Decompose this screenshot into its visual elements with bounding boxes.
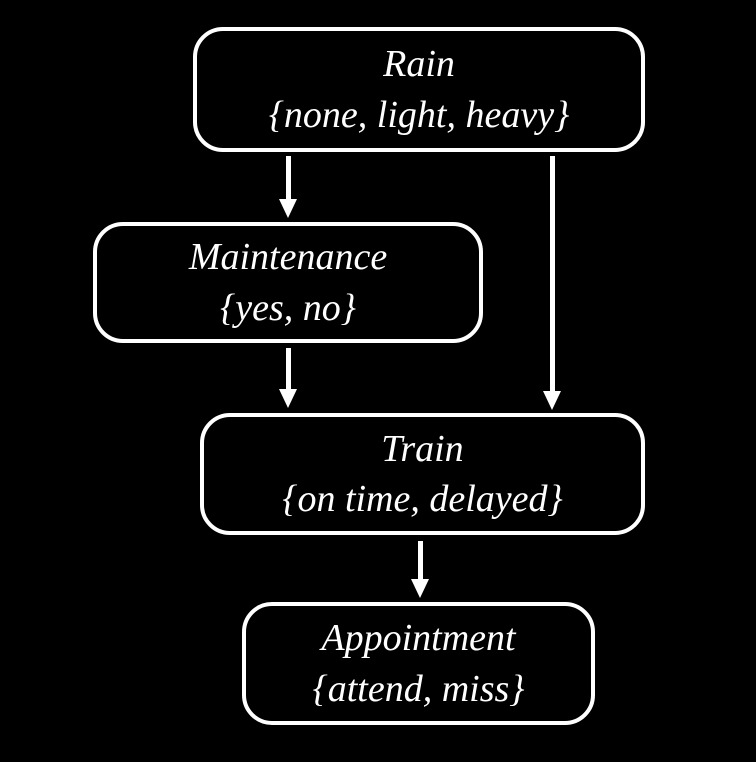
edge-train-to-appointment-arrow xyxy=(408,541,432,598)
arrow-shaft xyxy=(417,541,423,583)
node-maintenance-label: Maintenance xyxy=(188,236,388,279)
arrow-shaft xyxy=(285,348,291,393)
arrowhead-down-icon xyxy=(279,199,297,218)
node-train: Train {on time, delayed} xyxy=(200,413,645,535)
node-appointment: Appointment {attend, miss} xyxy=(242,602,595,725)
edge-rain-to-train-arrow xyxy=(540,156,564,410)
arrow-shaft xyxy=(285,156,291,203)
arrowhead-down-icon xyxy=(279,389,297,408)
node-appointment-label: Appointment xyxy=(321,617,516,660)
arrowhead-down-icon xyxy=(543,391,561,410)
node-train-values: {on time, delayed} xyxy=(282,478,563,520)
node-appointment-values: {attend, miss} xyxy=(312,667,525,710)
node-rain: Rain {none, light, heavy} xyxy=(193,27,645,152)
node-rain-values: {none, light, heavy} xyxy=(268,93,570,136)
node-train-label: Train xyxy=(381,427,464,470)
node-rain-label: Rain xyxy=(383,43,455,86)
arrowhead-down-icon xyxy=(411,579,429,598)
node-maintenance: Maintenance {yes, no} xyxy=(93,222,483,343)
edge-maintenance-to-train-arrow xyxy=(276,348,300,408)
edge-rain-to-maintenance-arrow xyxy=(276,156,300,218)
node-maintenance-values: {yes, no} xyxy=(220,286,356,329)
arrow-shaft xyxy=(549,156,555,395)
